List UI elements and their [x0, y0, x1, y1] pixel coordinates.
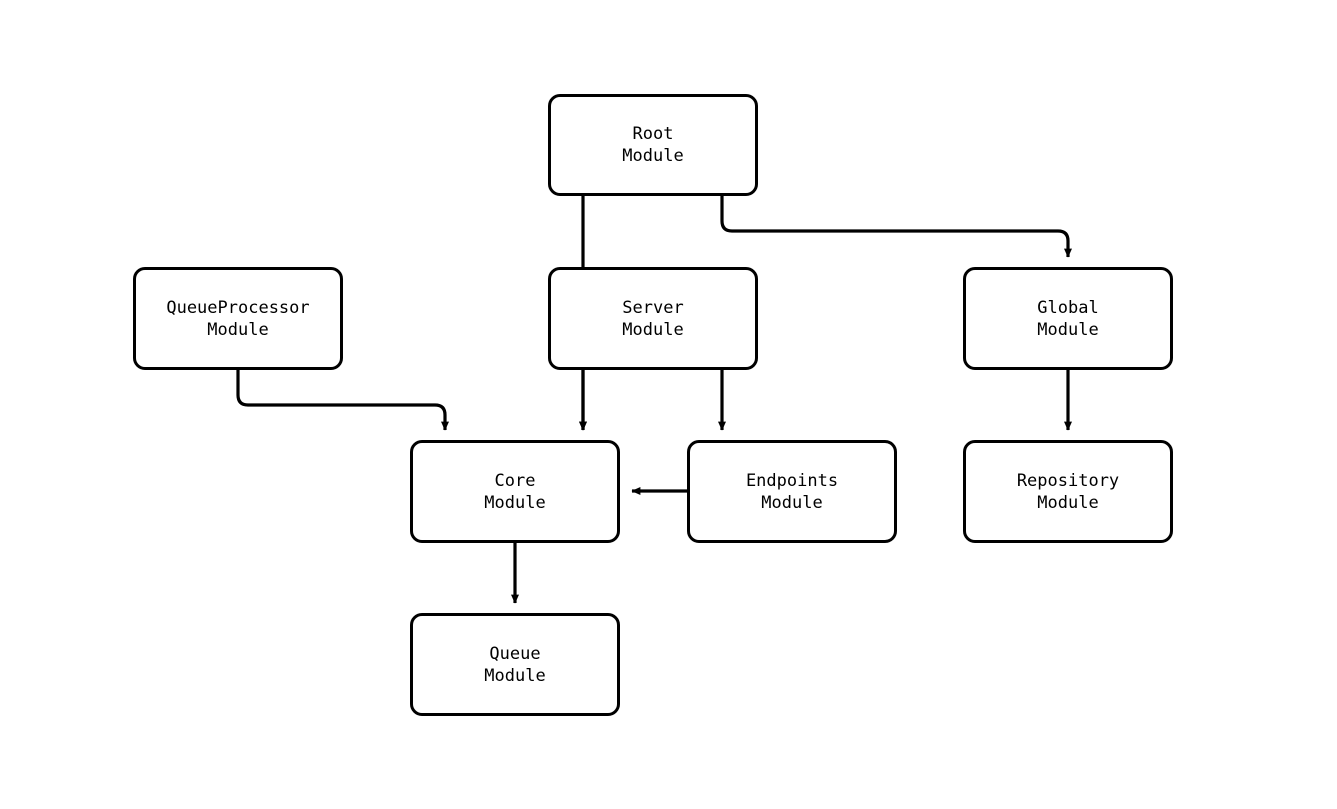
node-endpoints[interactable]: Endpoints Module	[687, 440, 897, 543]
node-root[interactable]: Root Module	[548, 94, 758, 196]
node-queue-label: Queue Module	[484, 643, 546, 686]
node-global-label: Global Module	[1037, 297, 1099, 340]
node-server-label: Server Module	[622, 297, 684, 340]
node-server[interactable]: Server Module	[548, 267, 758, 370]
node-endpoints-label: Endpoints Module	[745, 470, 839, 513]
node-core[interactable]: Core Module	[410, 440, 620, 543]
node-repository-label: Repository Module	[1016, 470, 1120, 513]
node-root-label: Root Module	[622, 124, 684, 166]
node-queueprocessor-label: QueueProcessor Module	[166, 297, 310, 340]
node-repository[interactable]: Repository Module	[963, 440, 1173, 543]
node-queueprocessor[interactable]: QueueProcessor Module	[133, 267, 343, 370]
node-core-label: Core Module	[484, 470, 546, 513]
node-queue[interactable]: Queue Module	[410, 613, 620, 716]
edge-root-to-global	[720, 196, 1072, 258]
edge-queueprocessor-to-core	[236, 370, 449, 431]
node-global[interactable]: Global Module	[963, 267, 1173, 370]
